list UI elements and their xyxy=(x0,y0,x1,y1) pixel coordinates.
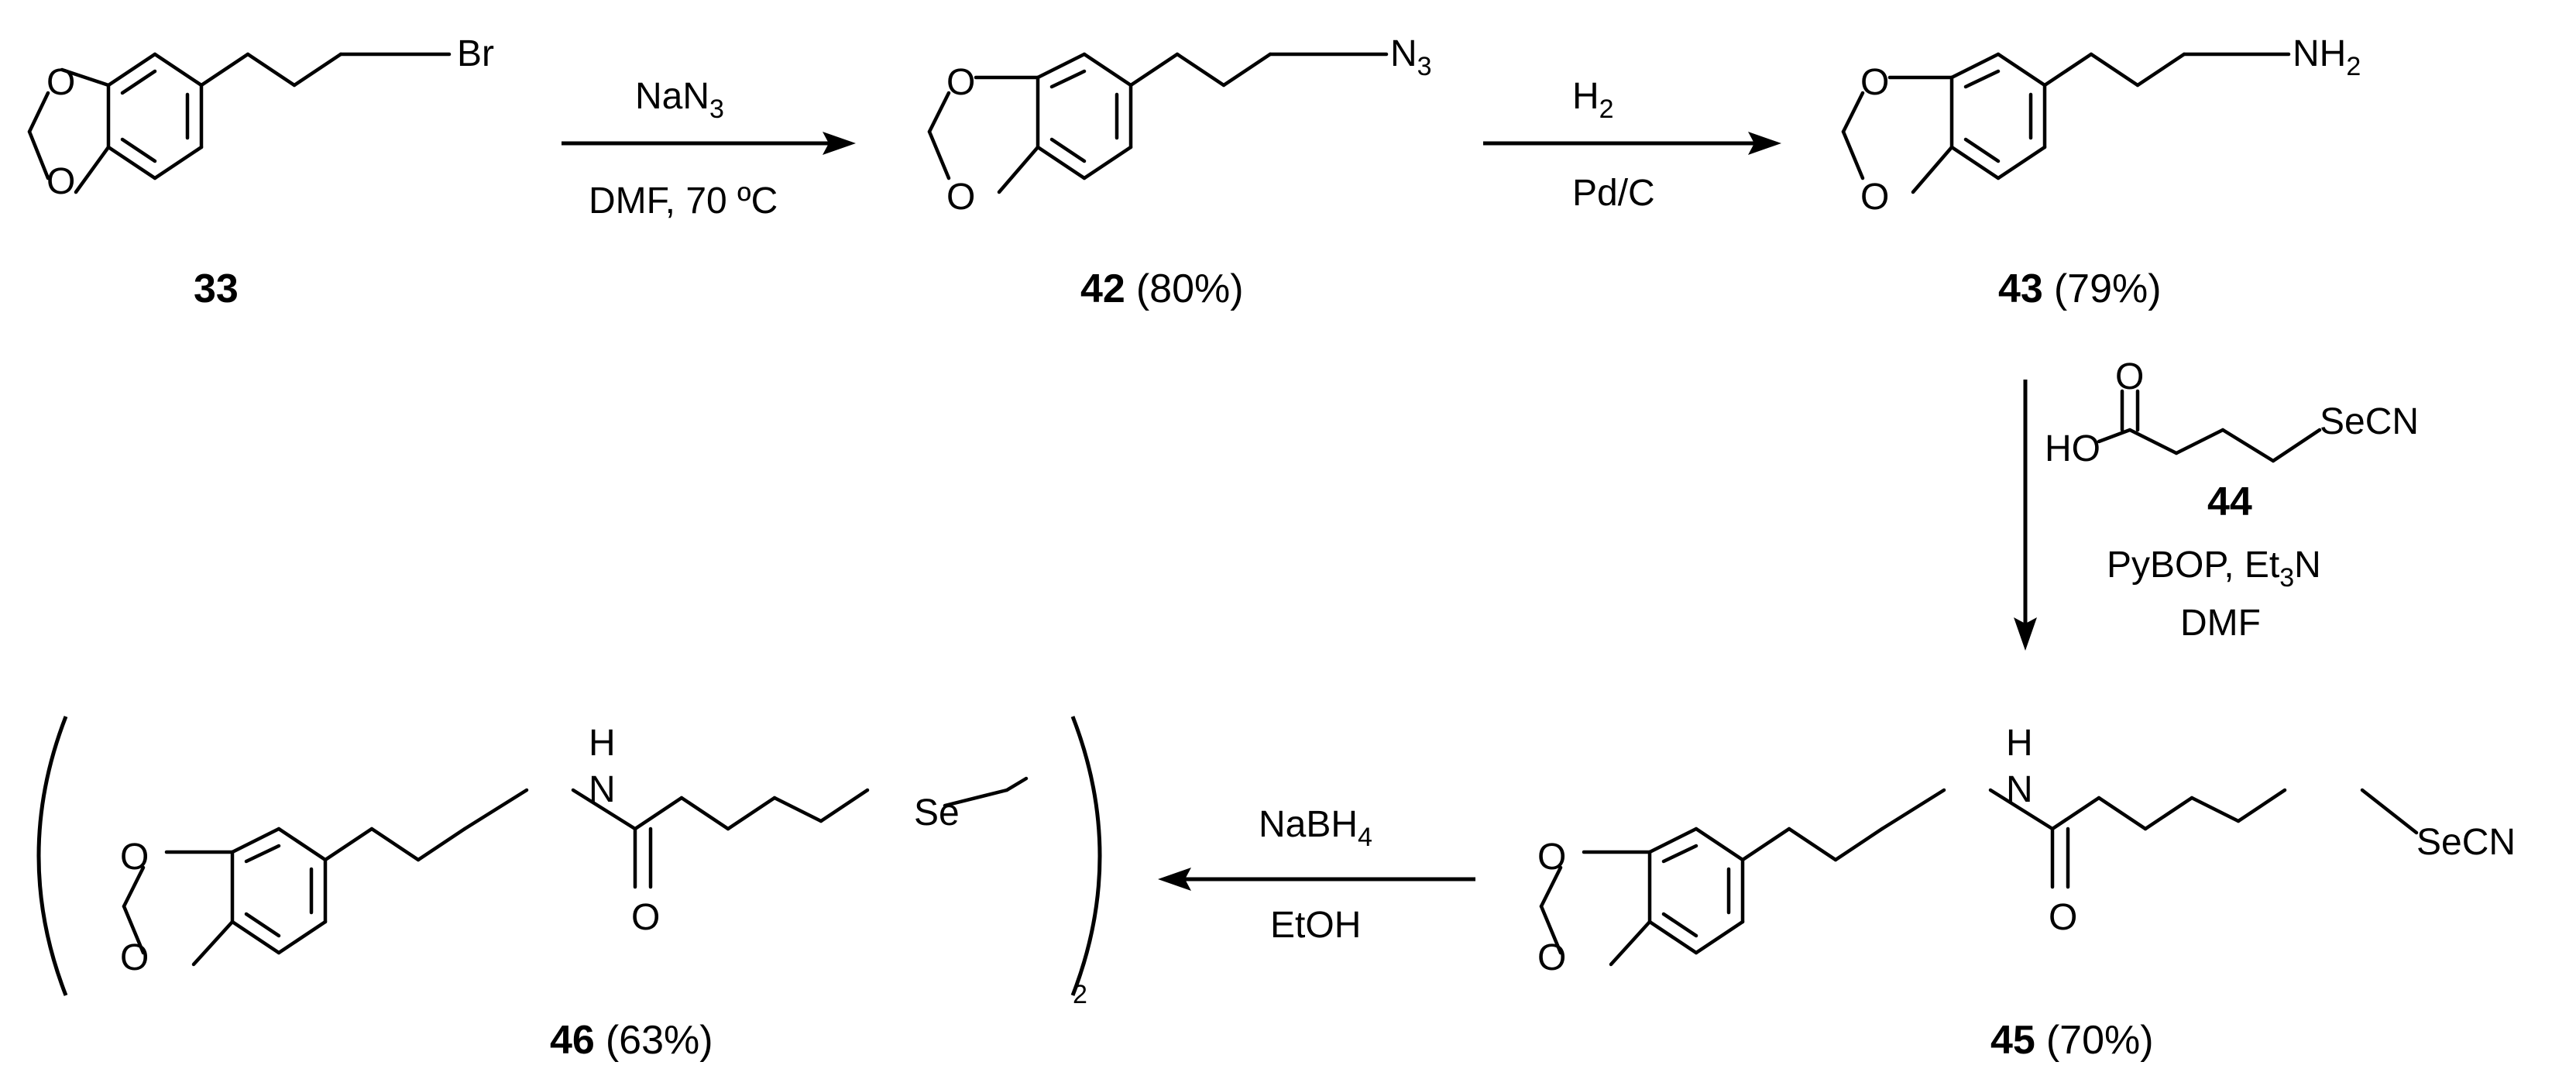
atom-br: Br xyxy=(457,33,494,74)
atom-o: O xyxy=(120,937,149,978)
compound-label-44: 44 xyxy=(2207,479,2252,524)
atom-o: O xyxy=(1537,837,1566,878)
solvent-dmf: DMF xyxy=(2180,603,2261,644)
atom-n3: N3 xyxy=(1390,33,1432,81)
compound-label-33: 33 xyxy=(194,266,239,311)
atom-n: N xyxy=(589,769,616,810)
atom-o: O xyxy=(46,161,75,202)
reaction-arrow-3 xyxy=(2014,380,2037,651)
atom-secn: SeCN xyxy=(2320,401,2419,442)
atom-o: O xyxy=(120,837,149,878)
compound-label-42: 42(80%) xyxy=(1080,266,1244,311)
atom-o: O xyxy=(946,177,975,218)
reaction-arrow-1 xyxy=(562,132,856,155)
compound-44-structure: O HO SeCN xyxy=(2045,356,2419,469)
compound-45-structure: O O H N O SeCN xyxy=(1537,723,2516,978)
reaction-arrow-2 xyxy=(1483,132,1781,155)
atom-o: O xyxy=(631,897,660,938)
compound-label-45: 45(70%) xyxy=(1990,1018,2154,1063)
compound-label-46: 46(63%) xyxy=(550,1018,713,1063)
conditions-dmf-70c: DMF, 70 ºC xyxy=(589,180,778,222)
atom-o: O xyxy=(1860,62,1889,103)
reaction-arrow-4 xyxy=(1158,868,1475,891)
atom-o: O xyxy=(946,62,975,103)
reagent-pybop-et3n: PyBOP, Et3N xyxy=(2107,545,2321,593)
atom-secn: SeCN xyxy=(2416,822,2516,863)
solvent-etoh: EtOH xyxy=(1270,905,1361,946)
compound-43-structure: O O NH2 xyxy=(1841,33,2361,218)
atom-nh2: NH2 xyxy=(2293,33,2361,81)
atom-o: O xyxy=(1537,937,1566,978)
atom-ho: HO xyxy=(2045,428,2100,469)
atom-o: O xyxy=(2049,897,2077,938)
atom-o: O xyxy=(2115,356,2144,397)
right-bracket xyxy=(1070,716,1102,996)
catalyst-pd-c: Pd/C xyxy=(1572,173,1655,214)
dimer-subscript: 2 xyxy=(1073,980,1087,1009)
compound-33-structure: O O Br xyxy=(27,33,494,202)
reagent-h2: H2 xyxy=(1572,76,1614,124)
atom-h: H xyxy=(589,723,616,764)
compound-46-structure: O O H N O Se 2 xyxy=(36,716,1102,1009)
atom-n: N xyxy=(2006,769,2033,810)
compound-label-43: 43(79%) xyxy=(1998,266,2162,311)
atom-o: O xyxy=(46,62,75,103)
compound-42-structure: O O N3 xyxy=(927,33,1432,218)
atom-h: H xyxy=(2006,723,2033,764)
reagent-nan3: NaN3 xyxy=(635,76,724,124)
reagent-nabh4: NaBH4 xyxy=(1259,804,1372,852)
atom-se: Se xyxy=(914,792,960,833)
atom-o: O xyxy=(1860,177,1889,218)
left-bracket xyxy=(36,716,68,996)
